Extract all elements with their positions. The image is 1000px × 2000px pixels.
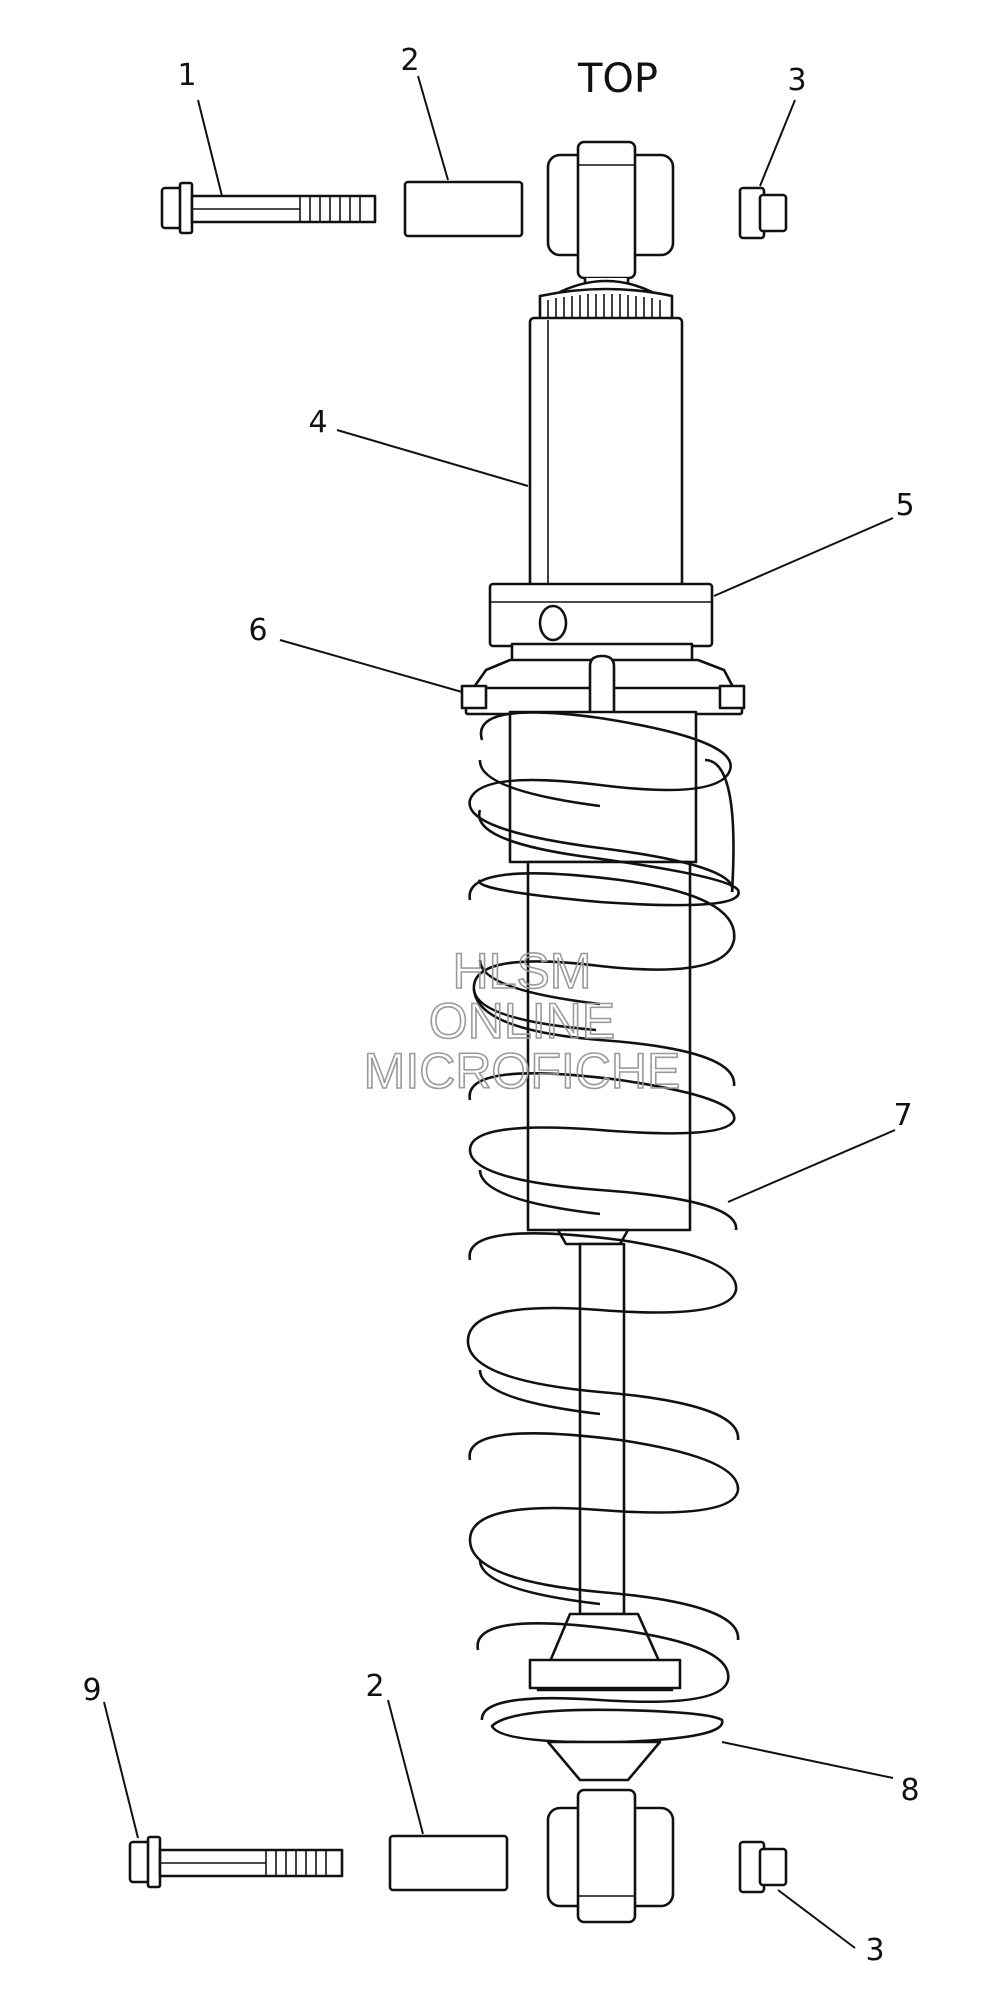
callout-9: 9 [82,1673,101,1708]
watermark: HLSM ONLINE MICROFICHE [363,942,681,1100]
bottom-nut [738,1840,788,1894]
top-bolt [160,181,377,235]
top-sleeve [403,180,524,238]
callout-3-bottom: 3 [865,1933,884,1968]
callout-6: 6 [248,613,267,648]
top-nut [738,186,788,240]
spring-retainer [460,642,746,732]
coil-spring [466,711,740,1721]
leader-lines [103,75,896,1949]
top-mount-eye [546,140,675,294]
callout-2-top: 2 [400,43,419,78]
bottom-sleeve [388,1834,509,1892]
shock-cylinder [508,710,698,1232]
lower-spring-seat [490,1708,724,1782]
watermark-line-3: MICROFICHE [364,1043,681,1099]
adjuster-collar [488,582,714,648]
callout-4: 4 [308,405,327,440]
shock-body-upper [528,287,684,588]
callout-7: 7 [893,1098,912,1133]
callout-8: 8 [900,1773,919,1808]
callout-labels: 1 2 3 4 5 6 7 8 9 2 3 [82,43,919,1968]
bottom-bolt [128,1835,344,1889]
orientation-label-top: TOP [577,56,658,102]
callout-5: 5 [895,488,914,523]
shock-shaft [528,1228,682,1692]
callout-2-bottom: 2 [365,1669,384,1704]
watermark-line-1: HLSM [453,943,592,999]
callout-1: 1 [177,58,196,93]
watermark-line-2: ONLINE [429,993,615,1049]
callout-3-top: 3 [787,63,806,98]
lower-mount-eye [546,1788,675,1924]
